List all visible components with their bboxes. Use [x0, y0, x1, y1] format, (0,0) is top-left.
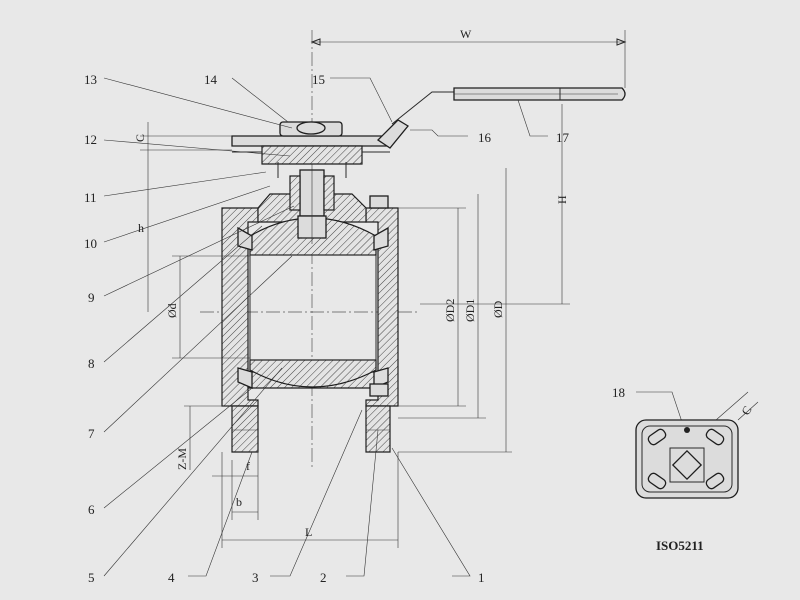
dimension-labels: W C h H Ød ØD2 ØD1 ØD Z-M f b L: [133, 27, 569, 539]
part-number-16: 16: [478, 130, 492, 145]
dim-h: h: [138, 221, 144, 235]
dim-OD2: ØD2: [443, 299, 457, 322]
part-number-4: 4: [168, 570, 175, 585]
part-number-15: 15: [312, 72, 325, 87]
dimension-lines: [140, 30, 627, 548]
dim-b: b: [236, 495, 242, 509]
dim-Od: Ød: [165, 303, 179, 318]
part-number-17: 17: [556, 130, 570, 145]
part-number-18: 18: [612, 385, 625, 400]
part-number-5: 5: [88, 570, 95, 585]
dim-C-flange: C: [738, 404, 754, 418]
part-number-10: 10: [84, 236, 97, 251]
dim-OD1: ØD1: [463, 299, 477, 322]
dim-W: W: [460, 27, 472, 41]
part-number-12: 12: [84, 132, 97, 147]
part-number-8: 8: [88, 356, 95, 371]
iso5211-flange-view: C ISO5211: [635, 391, 759, 553]
part-number-3: 3: [252, 570, 259, 585]
part-number-1: 1: [478, 570, 485, 585]
part-number-14: 14: [204, 72, 218, 87]
dim-OD: ØD: [491, 300, 505, 318]
part-number-9: 9: [88, 290, 95, 305]
part-number-labels: 1 2 3 4 5 6 7 8 9 10 11 12 13 14 15 16 1…: [84, 72, 625, 585]
part-number-7: 7: [88, 426, 95, 441]
iso5211-caption: ISO5211: [656, 538, 704, 553]
dim-Z-M: Z-M: [175, 448, 189, 470]
part-number-2: 2: [320, 570, 327, 585]
valve-body: [200, 30, 626, 470]
part-number-11: 11: [84, 190, 97, 205]
leader-lines: [103, 77, 685, 577]
dim-C: C: [133, 134, 147, 142]
part-number-13: 13: [84, 72, 97, 87]
part-number-6: 6: [88, 502, 95, 517]
dim-H: H: [555, 195, 569, 204]
dim-f: f: [246, 459, 250, 473]
dim-L: L: [305, 525, 312, 539]
